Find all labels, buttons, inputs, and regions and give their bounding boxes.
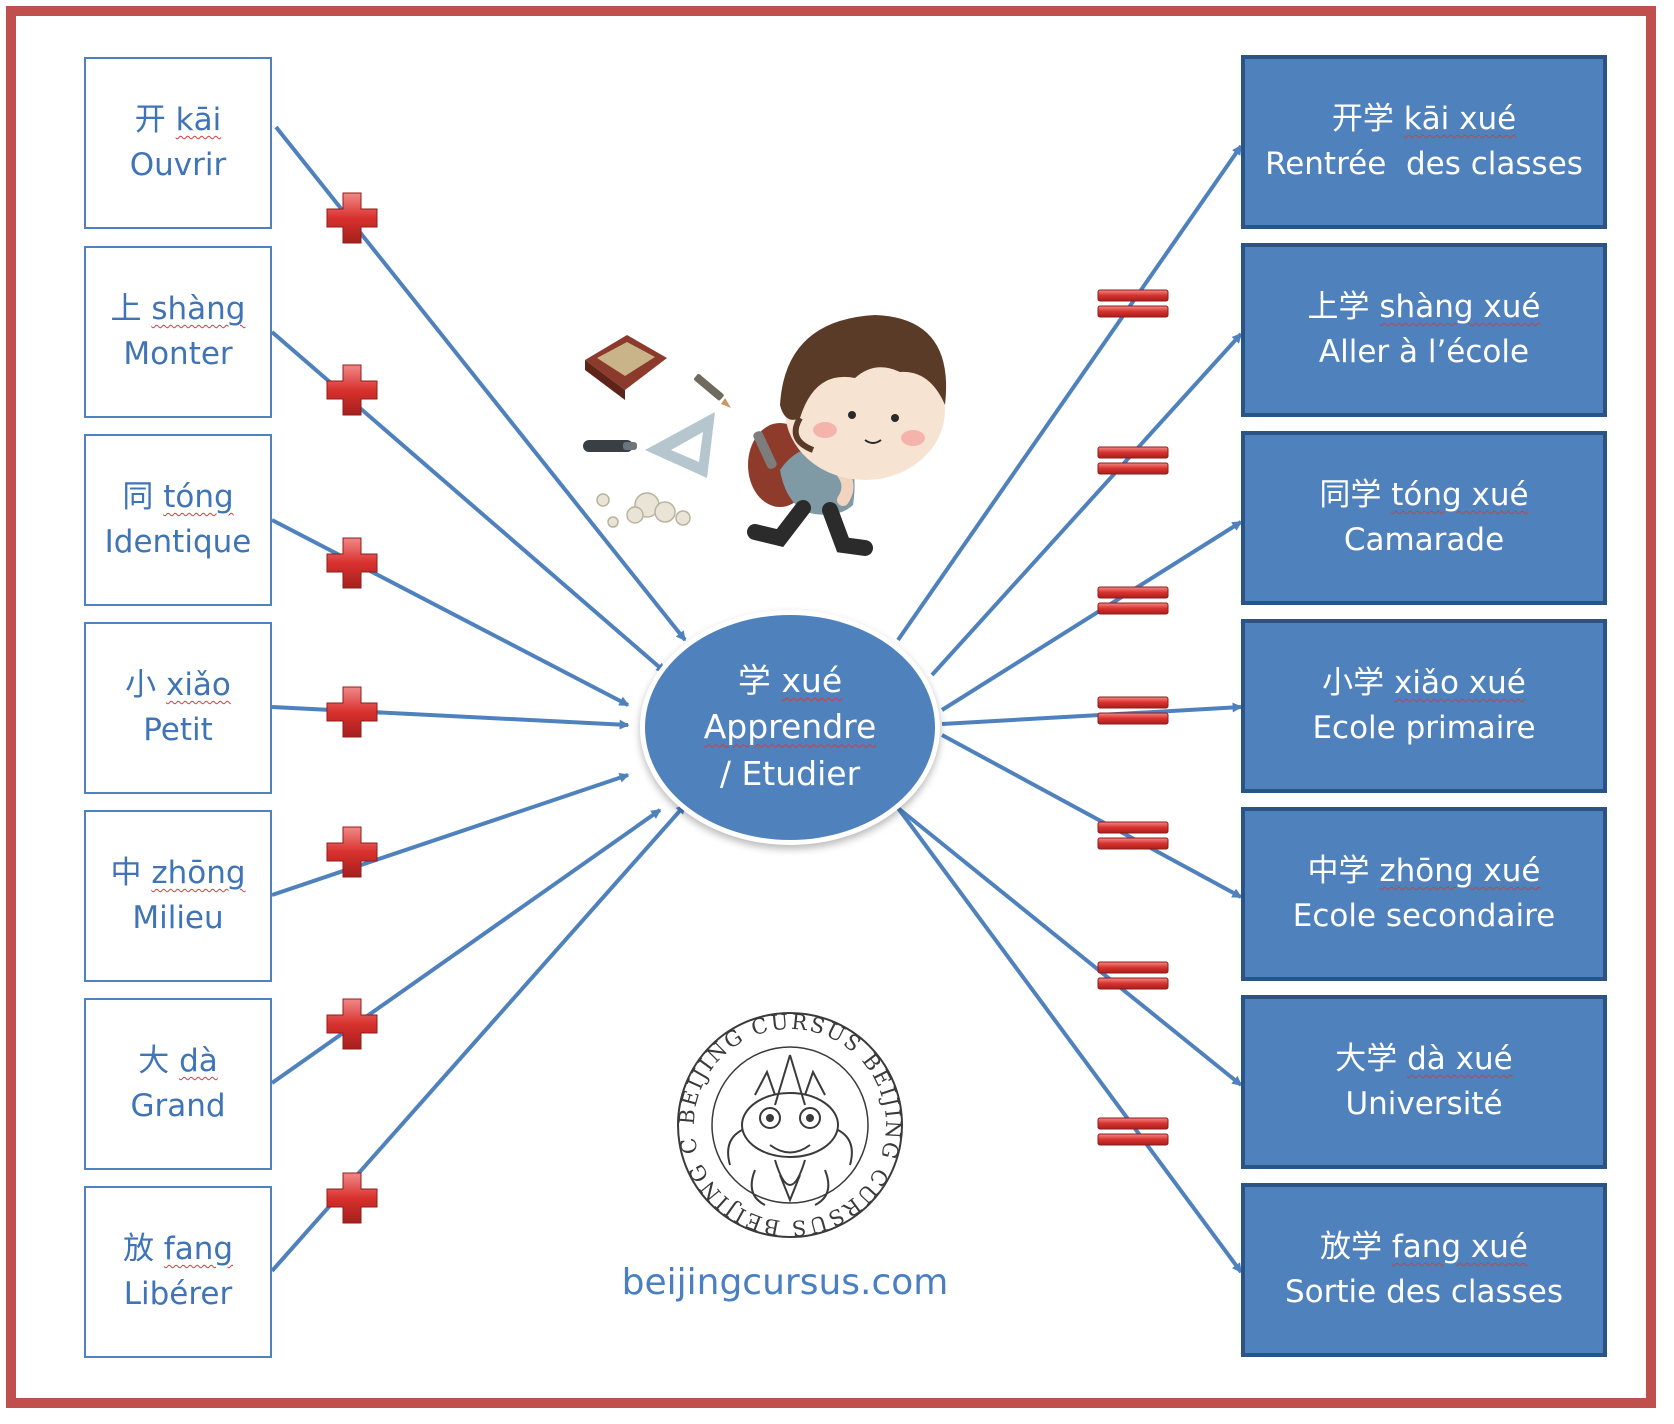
marker-icon	[583, 440, 637, 452]
prefix-term: 中 zhōng	[110, 855, 246, 892]
plus-sign-icon	[326, 192, 378, 244]
arrow-connector-left	[270, 808, 662, 1085]
prefix-term: 放 fang	[122, 1231, 234, 1268]
prefix-box-shang: 上 shàng Monter	[84, 246, 272, 418]
running-boy-illustration	[583, 315, 947, 556]
compound-term: 同学 tóng xué	[1319, 477, 1529, 514]
plus-sign-icon	[326, 364, 378, 416]
compound-meaning: Ecole primaire	[1312, 710, 1536, 746]
equals-sign-icon	[1097, 977, 1169, 990]
equals-operators	[1097, 289, 1169, 1146]
compound-term: 大学 dà xué	[1335, 1041, 1513, 1078]
arrow-connector-right	[896, 144, 1243, 642]
equals-sign-icon	[1097, 837, 1169, 850]
beijing-cursus-seal: BEIJING CURSUS BEIJING CURSUS BEIJING CU…	[675, 1010, 905, 1240]
right-connectors	[896, 144, 1243, 1274]
prefix-term: 上 shàng	[110, 291, 246, 328]
equals-sign-icon	[1097, 1133, 1169, 1146]
seal-ring-text: BEIJING CURSUS BEIJING CURSUS BEIJING CU…	[675, 1010, 903, 1240]
compound-box-zhongxue: 中学 zhōng xué Ecole secondaire	[1241, 807, 1607, 981]
prefix-box-tong: 同 tóng Identique	[84, 434, 272, 606]
arrow-connector-left	[271, 518, 630, 707]
prefix-term: 同 tóng	[122, 479, 234, 516]
center-term: 学 xué	[737, 661, 843, 701]
dust-cloud-icon	[596, 492, 691, 528]
arrow-connector-right	[941, 733, 1243, 899]
prefix-meaning: Milieu	[132, 900, 224, 936]
center-meaning-line1: Apprendre	[703, 707, 877, 747]
set-square-icon	[645, 412, 715, 478]
center-meaning-line2: / Etudier	[719, 753, 861, 793]
equals-sign-icon	[1097, 446, 1169, 459]
prefix-box-kai: 开 kāi Ouvrir	[84, 57, 272, 229]
compound-meaning: Aller à l’école	[1318, 334, 1530, 370]
website-link[interactable]: beijingcursus.com	[621, 1262, 949, 1303]
prefix-meaning: Petit	[143, 712, 213, 748]
prefix-meaning: Ouvrir	[129, 147, 227, 183]
prefix-meaning: Libérer	[123, 1276, 233, 1312]
dragon-icon	[727, 1054, 853, 1206]
equals-sign-icon	[1097, 961, 1169, 974]
prefix-meaning: Identique	[104, 524, 252, 560]
prefix-term: 大 dà	[138, 1043, 218, 1080]
compound-box-shangxue: 上学 shàng xué Aller à l’école	[1241, 243, 1607, 417]
plus-sign-icon	[326, 686, 378, 738]
prefix-meaning: Monter	[123, 336, 233, 372]
plus-operators	[326, 192, 378, 1224]
equals-sign-icon	[1097, 696, 1169, 709]
arrow-connector-right	[930, 332, 1243, 677]
arrow-connector-right	[896, 806, 1243, 1274]
prefix-term: 开 kāi	[134, 102, 222, 139]
equals-sign-icon	[1097, 1117, 1169, 1130]
compound-box-tongxue: 同学 tóng xué Camarade	[1241, 431, 1607, 605]
prefix-meaning: Grand	[130, 1088, 226, 1124]
prefix-box-fang: 放 fang Libérer	[84, 1186, 272, 1358]
equals-sign-icon	[1097, 462, 1169, 475]
arrow-connector-right	[896, 806, 1243, 1087]
compound-term: 开学 kāi xué	[1331, 101, 1517, 138]
compound-term: 小学 xiǎo xué	[1322, 665, 1526, 702]
plus-sign-icon	[326, 1172, 378, 1224]
compound-meaning: Sortie des classes	[1284, 1274, 1564, 1310]
prefix-box-zhong: 中 zhōng Milieu	[84, 810, 272, 982]
arrow-connector-right	[941, 702, 1243, 726]
prefix-term: 小 xiǎo	[125, 667, 231, 704]
plus-sign-icon	[326, 826, 378, 878]
compound-term: 上学 shàng xué	[1307, 289, 1541, 326]
plus-sign-icon	[326, 537, 378, 589]
compound-box-kaixue: 开学 kāi xué Rentrée des classes	[1241, 55, 1607, 229]
left-connectors	[270, 125, 687, 1273]
compound-box-daxue: 大学 dà xué Université	[1241, 995, 1607, 1169]
compound-term: 中学 zhōng xué	[1307, 853, 1541, 890]
arrow-connector-left	[271, 772, 630, 897]
equals-sign-icon	[1097, 289, 1169, 302]
book-icon	[585, 335, 667, 400]
compound-box-xiaoxue: 小学 xiǎo xué Ecole primaire	[1241, 619, 1607, 793]
equals-sign-icon	[1097, 712, 1169, 725]
equals-sign-icon	[1097, 602, 1169, 615]
compound-meaning: Université	[1345, 1086, 1503, 1122]
center-node-xue: 学 xué Apprendre / Etudier	[640, 610, 940, 845]
svg-text:BEIJING CURSUS BEIJING CURSUS: BEIJING CURSUS BEIJING CURSUS BEIJING CU…	[675, 1010, 905, 1240]
arrow-connector-left	[271, 705, 630, 730]
prefix-box-xiao: 小 xiǎo Petit	[84, 622, 272, 794]
compound-box-fangxue: 放学 fang xué Sortie des classes	[1241, 1183, 1607, 1357]
equals-sign-icon	[1097, 586, 1169, 599]
compound-term: 放学 fang xué	[1319, 1229, 1528, 1266]
compound-meaning: Ecole secondaire	[1292, 898, 1556, 934]
equals-sign-icon	[1097, 821, 1169, 834]
pencil-icon	[694, 374, 731, 408]
compound-meaning: Rentrée des classes	[1265, 146, 1583, 182]
equals-sign-icon	[1097, 305, 1169, 318]
plus-sign-icon	[326, 998, 378, 1050]
arrow-connector-right	[940, 520, 1243, 712]
prefix-box-da: 大 dà Grand	[84, 998, 272, 1170]
compound-meaning: Camarade	[1343, 522, 1505, 558]
